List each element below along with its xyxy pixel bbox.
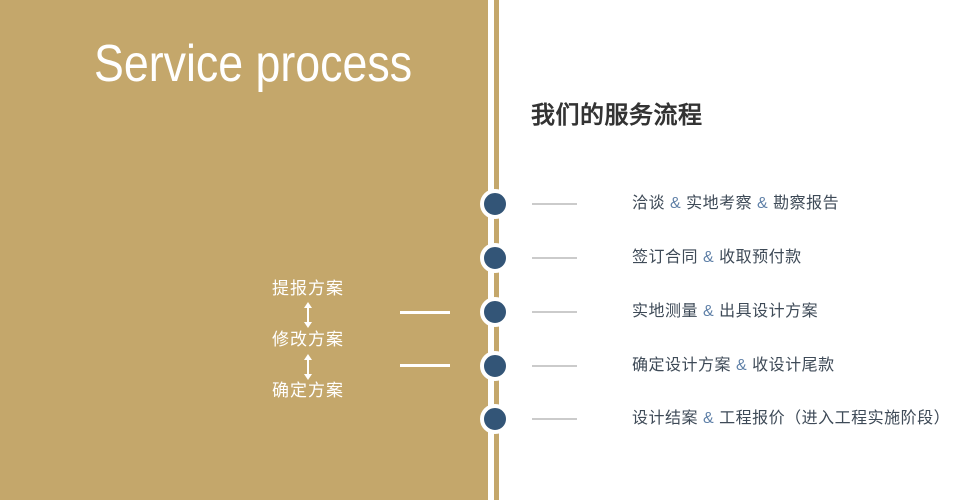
timeline-dot-icon — [480, 297, 510, 327]
step-dash-line — [532, 203, 577, 205]
step-label: 确定设计方案 & 收设计尾款 — [632, 357, 835, 374]
step-label: 实地测量 & 出具设计方案 — [632, 303, 819, 320]
section-title-cn: 我们的服务流程 — [531, 102, 703, 129]
step-dash-line — [532, 418, 577, 420]
connector-line — [400, 311, 450, 314]
step-dash-line — [532, 311, 577, 313]
ampersand: & — [757, 195, 769, 212]
timeline-dot-icon — [480, 404, 510, 434]
ampersand: & — [735, 357, 748, 374]
step-dash-line — [532, 257, 577, 259]
step-label: 洽谈 & 实地考察 & 勘察报告 — [632, 195, 840, 212]
ampersand: & — [702, 303, 715, 320]
plan-cycle-group: 提报方案 修改方案 确定方案 — [258, 0, 358, 500]
ampersand: & — [669, 195, 682, 212]
ampersand: & — [702, 249, 715, 266]
double-arrow-icon — [303, 302, 313, 328]
timeline-dot-icon — [480, 189, 510, 219]
step-label: 签订合同 & 收取预付款 — [632, 249, 802, 266]
double-arrow-icon — [303, 354, 313, 380]
ampersand: & — [702, 410, 715, 427]
section-title-en: Service process — [94, 35, 413, 93]
step-dash-line — [532, 365, 577, 367]
plan-step-label: 修改方案 — [272, 330, 344, 349]
step-label: 设计结案 & 工程报价（进入工程实施阶段） — [632, 410, 951, 427]
left-gold-panel — [0, 0, 488, 500]
connector-line — [400, 364, 450, 367]
plan-step-label: 确定方案 — [272, 381, 344, 400]
timeline-dot-icon — [480, 351, 510, 381]
plan-step-label: 提报方案 — [272, 279, 344, 298]
timeline-dot-icon — [480, 243, 510, 273]
